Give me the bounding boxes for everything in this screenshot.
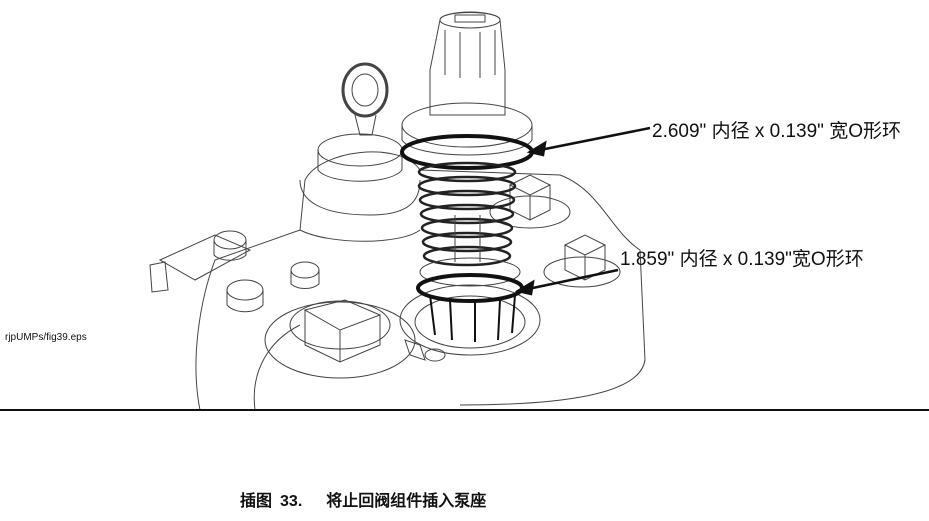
caption-label: 插图 xyxy=(240,493,273,510)
spring xyxy=(417,161,517,267)
divider xyxy=(0,409,929,411)
caption-number: 33. xyxy=(280,493,303,510)
callout-arrows xyxy=(514,126,651,296)
caption-title: 将止回阀组件插入泵座 xyxy=(326,493,487,510)
figure-caption: 插图 33. 将止回阀组件插入泵座 xyxy=(240,487,486,511)
check-valve-illustration xyxy=(149,11,651,410)
pump-body xyxy=(149,151,646,410)
oring-callout-small: 1.859" 内径 x 0.139"宽O形环 xyxy=(620,249,864,270)
lifting-eye xyxy=(299,62,421,216)
figure-filename: rjpUMPs/fig39.eps xyxy=(5,332,87,343)
side-plugs xyxy=(489,174,621,288)
oring-callout-large: 2.609" 内径 x 0.139" 宽O形环 xyxy=(652,121,901,142)
